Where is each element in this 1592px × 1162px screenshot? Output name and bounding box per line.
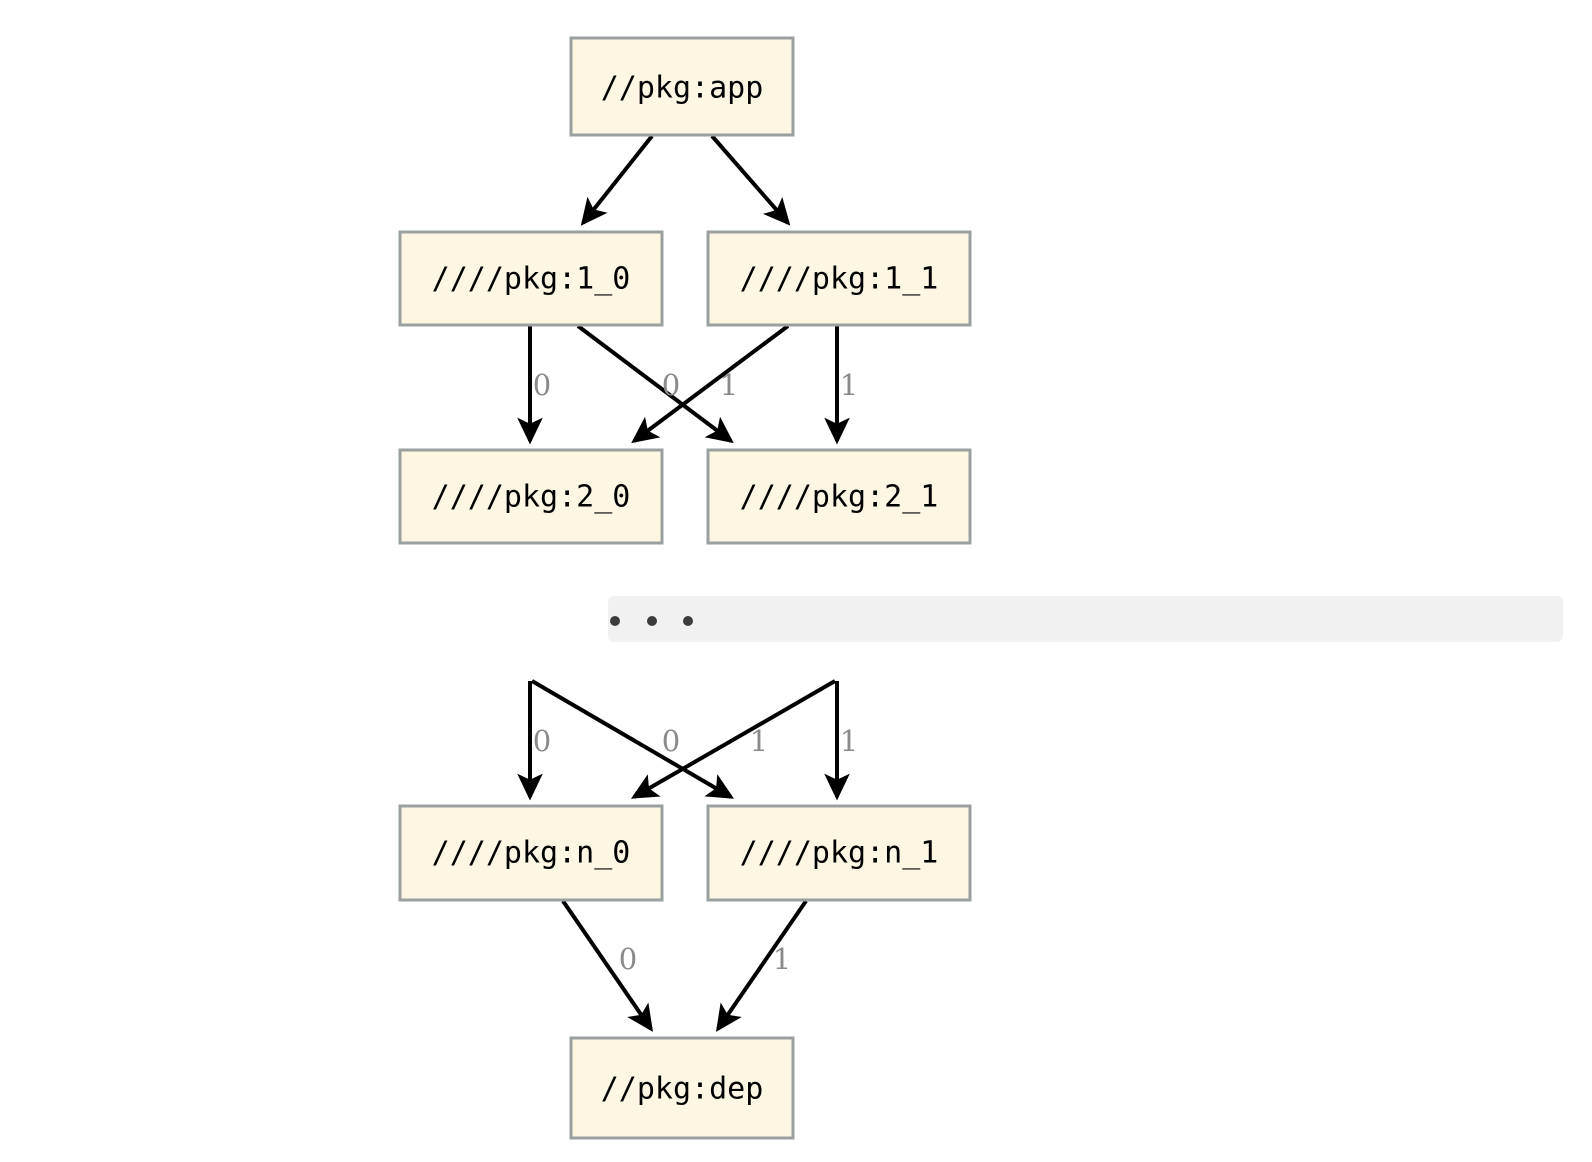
node-n_0[interactable]: ////pkg:n_0 <box>398 804 664 902</box>
node-label-dep: //pkg:dep <box>601 1072 764 1107</box>
edge-label-1_1-2_1: 1 <box>840 368 858 402</box>
node-box-2_1[interactable] <box>706 448 972 545</box>
edge-label-clip-left-n_0: 0 <box>533 724 551 758</box>
node-1_1[interactable]: ////pkg:1_1 <box>706 230 972 327</box>
node-app[interactable]: //pkg:app <box>569 36 795 137</box>
ellipsis-separator <box>608 596 1563 642</box>
node-n_1[interactable]: ////pkg:n_1 <box>706 804 972 902</box>
node-label-1_0: ////pkg:1_0 <box>432 262 631 297</box>
node-box-1_1[interactable] <box>706 230 972 327</box>
edge-label-clip-right-n_0: 1 <box>750 724 768 758</box>
node-label-n_1: ////pkg:n_1 <box>740 836 939 871</box>
edge-group-leveln-to-dep <box>561 899 808 1032</box>
node-label-app: //pkg:app <box>601 71 764 106</box>
edge-label-1_1-2_0: 1 <box>720 368 738 402</box>
edge-n_0-to-dep <box>561 899 653 1032</box>
node-2_1[interactable]: ////pkg:2_1 <box>706 448 972 545</box>
ellipsis-dot-3 <box>683 616 693 626</box>
edge-clip-right-to-n_0 <box>630 679 836 799</box>
edge-group-level1-to-level2 <box>517 324 850 445</box>
node-label-2_1: ////pkg:2_1 <box>740 480 939 515</box>
node-label-n_0: ////pkg:n_0 <box>432 836 631 871</box>
edge-label-n_1-dep: 1 <box>773 942 791 976</box>
edge-app-to-1_1 <box>710 134 791 226</box>
edge-label-1_0-2_0: 0 <box>533 368 551 402</box>
node-label-1_1: ////pkg:1_1 <box>740 262 939 297</box>
node-2_0[interactable]: ////pkg:2_0 <box>398 448 664 545</box>
edge-label-1_0-2_1: 0 <box>662 368 680 402</box>
edge-group-app-to-level1 <box>580 134 791 226</box>
edge-n_1-to-dep <box>716 899 808 1032</box>
edge-label-clip-right-n_1: 1 <box>840 724 858 758</box>
edge-clip-left-to-n_1 <box>530 679 735 799</box>
edge-label-n_0-dep: 0 <box>619 942 637 976</box>
node-box-2_0[interactable] <box>398 448 664 545</box>
node-dep[interactable]: //pkg:dep <box>569 1036 795 1140</box>
ellipsis-band <box>608 596 1563 642</box>
ellipsis-dot-1 <box>610 616 620 626</box>
edge-1_0-to-2_1 <box>576 324 734 444</box>
node-box-app[interactable] <box>569 36 795 137</box>
node-box-1_0[interactable] <box>398 230 664 327</box>
node-box-n_0[interactable] <box>398 804 664 902</box>
edge-1_1-to-2_0 <box>631 324 790 444</box>
edge-label-clip-left-n_1: 0 <box>662 724 680 758</box>
node-box-n_1[interactable] <box>706 804 972 902</box>
node-1_0[interactable]: ////pkg:1_0 <box>398 230 664 327</box>
ellipsis-dot-2 <box>647 616 657 626</box>
node-label-2_0: ////pkg:2_0 <box>432 480 631 515</box>
edge-labels: 0 0 1 1 0 0 1 1 0 1 <box>533 368 858 976</box>
node-box-dep[interactable] <box>569 1036 795 1140</box>
edge-app-to-1_0 <box>580 134 654 226</box>
edge-group-clipped-to-leveln <box>517 679 850 801</box>
